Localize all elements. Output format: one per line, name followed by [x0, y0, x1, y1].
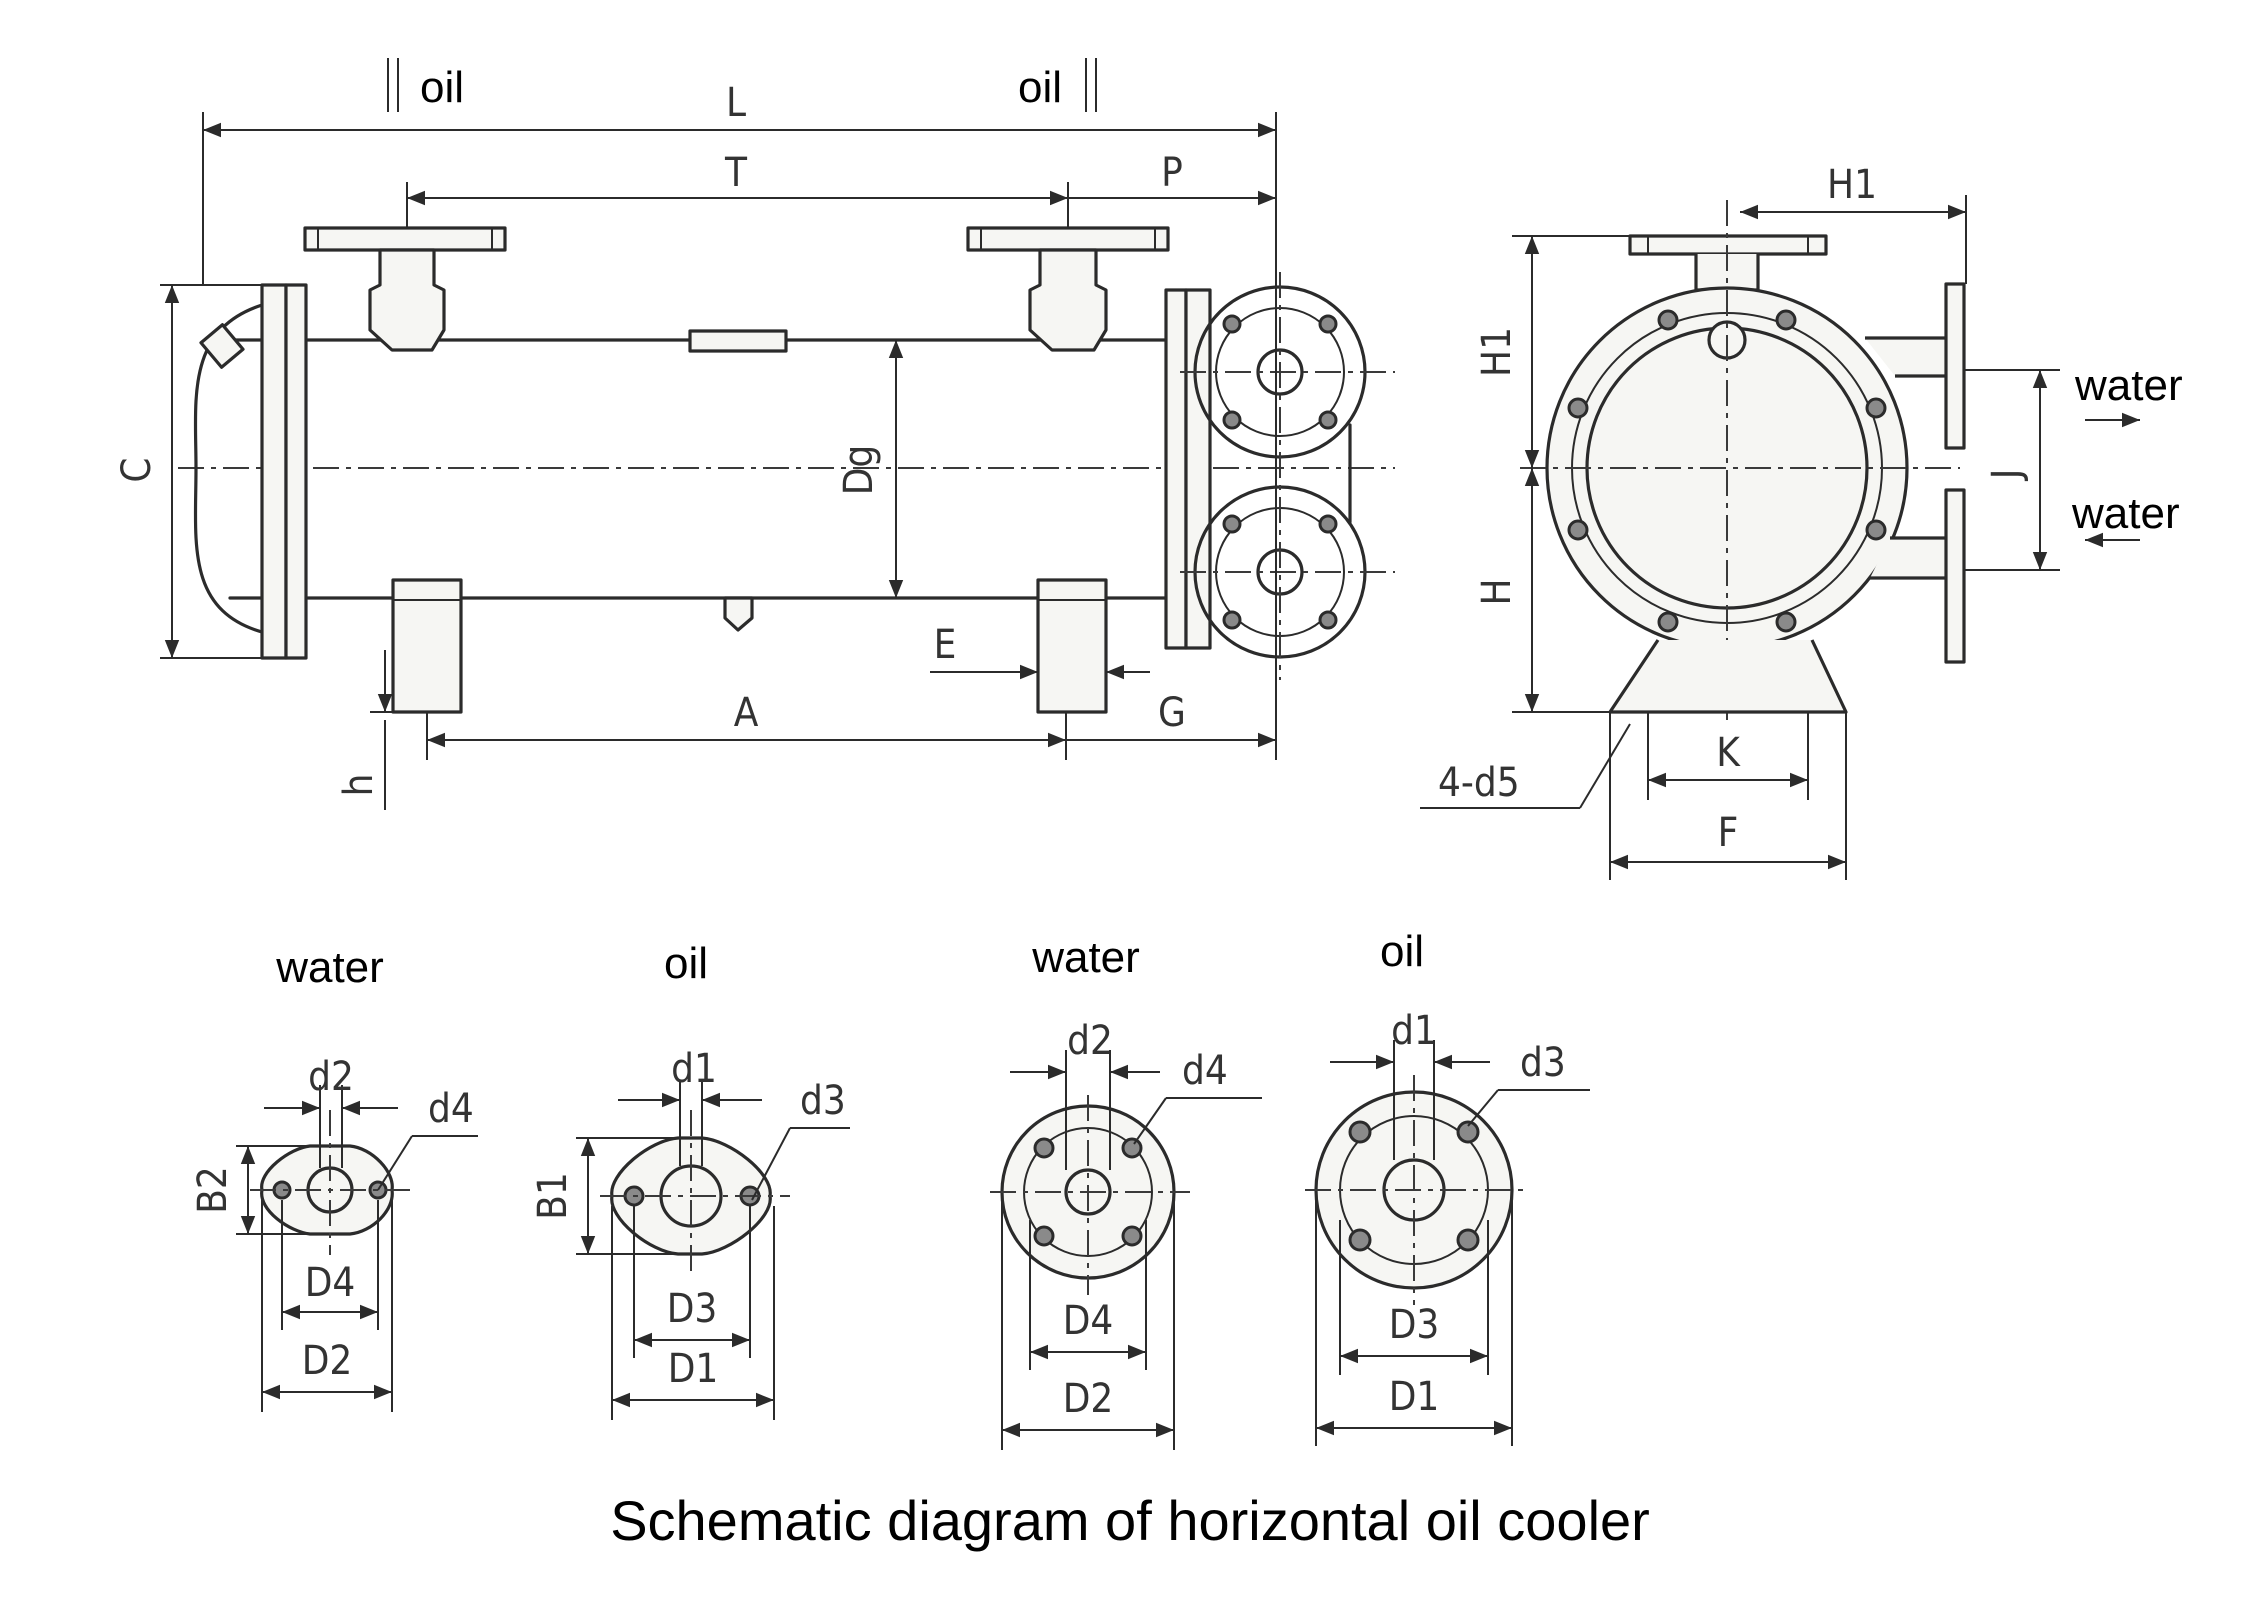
label-flange-oil-round: oil — [1380, 927, 1424, 976]
drain-plug — [723, 596, 754, 632]
label-water-top: water — [2074, 361, 2183, 410]
flange-detail-water-oval: water d2 d4 B2 D4 D2 — [190, 943, 478, 1412]
flange-detail-oil-oval: oil d1 d3 B1 D3 D1 — [530, 939, 850, 1420]
dim-Dg: Dg — [836, 445, 882, 496]
flange-detail-oil-round: oil d1 d3 D3 D1 — [1305, 927, 1590, 1446]
f2-dim-B1: B1 — [530, 1172, 576, 1220]
f2-dim-d1: d1 — [671, 1046, 717, 1092]
dim-K: K — [1716, 730, 1741, 776]
dim-4-d5: 4-d5 — [1438, 760, 1520, 806]
oil-outlet-nozzle — [966, 226, 1170, 352]
f1-dim-d4: d4 — [428, 1086, 474, 1132]
water-outlet-flange — [1944, 282, 1966, 450]
f3-dim-D4: D4 — [1063, 1298, 1114, 1344]
dim-P: P — [1161, 150, 1183, 196]
front-view: L T P C Dg E A G h oil oil — [114, 58, 1395, 810]
dim-h: h — [336, 774, 382, 797]
label-flange-water-round: water — [1031, 933, 1140, 982]
dim-T: T — [724, 150, 748, 196]
nameplate — [688, 329, 788, 353]
f2-dim-d3: d3 — [800, 1078, 846, 1124]
f1-dim-D2: D2 — [302, 1338, 353, 1384]
f4-dim-d3: d3 — [1520, 1040, 1566, 1086]
side-support-foot — [1608, 639, 1848, 714]
dim-H1-top: H1 — [1827, 162, 1877, 208]
dim-H: H — [1474, 578, 1520, 605]
f4-dim-D1: D1 — [1389, 1374, 1440, 1420]
label-water-bottom: water — [2071, 489, 2180, 538]
dim-J: J — [1984, 469, 2030, 482]
f1-dim-D4: D4 — [305, 1260, 356, 1306]
side-view: H1 H1 H J K F 4-d5 water water — [1420, 162, 2183, 880]
f2-dim-D3: D3 — [667, 1286, 718, 1332]
label-oil-in: oil — [420, 63, 464, 112]
f1-dim-B2: B2 — [190, 1166, 236, 1214]
label-flange-oil-small: oil — [664, 939, 708, 988]
oil-inlet-nozzle — [303, 226, 507, 352]
label-flange-water-small: water — [275, 943, 384, 992]
water-nozzle-flange-top — [1180, 285, 1395, 459]
f3-dim-D2: D2 — [1063, 1376, 1114, 1422]
f4-dim-d1: d1 — [1391, 1008, 1437, 1054]
label-oil-out: oil — [1018, 63, 1062, 112]
diagram-caption: Schematic diagram of horizontal oil cool… — [610, 1489, 1650, 1552]
f2-dim-D1: D1 — [668, 1346, 719, 1392]
f1-dim-d2: d2 — [308, 1054, 354, 1100]
f3-dim-d2: d2 — [1067, 1018, 1113, 1064]
water-nozzle-flange-bottom — [1180, 485, 1395, 659]
right-saddle-support — [1036, 578, 1108, 714]
f3-dim-d4: d4 — [1182, 1048, 1228, 1094]
left-saddle-support — [391, 578, 463, 714]
dim-F: F — [1718, 810, 1739, 856]
dim-G: G — [1158, 690, 1186, 736]
dim-A: A — [734, 690, 759, 736]
right-head-flange — [1164, 288, 1188, 650]
water-inlet-flange — [1944, 488, 1966, 664]
f4-dim-D3: D3 — [1389, 1302, 1440, 1348]
dim-C: C — [114, 457, 160, 482]
dim-H1-side: H1 — [1474, 327, 1520, 377]
flange-detail-water-round: water d2 d4 D4 D2 — [990, 933, 1262, 1450]
shell-bolt-circle — [1567, 309, 1887, 633]
left-head-flange — [260, 283, 288, 660]
dim-E: E — [934, 622, 957, 668]
dim-L: L — [726, 80, 746, 126]
